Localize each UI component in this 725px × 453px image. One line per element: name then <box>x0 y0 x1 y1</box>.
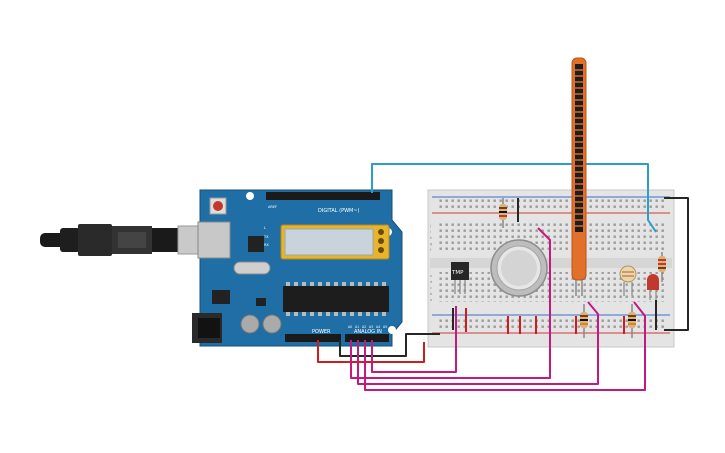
analog-pin-a2: A2 <box>362 325 366 329</box>
row-label-c: c <box>430 286 432 290</box>
row-label-e: e <box>430 274 432 278</box>
row-label-f: f <box>430 248 432 252</box>
row-label-h: h <box>430 236 432 240</box>
analog-pin-a3: A3 <box>369 325 373 329</box>
flex-sensor[interactable] <box>571 57 587 296</box>
power-header[interactable] <box>285 334 341 342</box>
row-label-b: b <box>430 292 433 296</box>
resistor-flex[interactable] <box>580 304 588 338</box>
aref-label: AREF <box>268 205 277 209</box>
power-label: POWER <box>312 329 331 335</box>
gas-sensor[interactable] <box>490 239 548 297</box>
tx-label: TX <box>263 235 269 239</box>
analog-label: ANALOG IN <box>354 329 382 335</box>
tmp-label: TMP <box>451 270 464 276</box>
wire-analog-a0[interactable] <box>350 227 551 379</box>
resistor-ldr[interactable] <box>628 304 636 338</box>
analog-pin-a5: A5 <box>383 325 387 329</box>
chip-icon <box>248 236 264 252</box>
red-led[interactable] <box>647 274 659 300</box>
photoresistor[interactable] <box>619 265 637 296</box>
digital-header[interactable] <box>266 192 380 200</box>
arduino-board[interactable]: DIGITAL (PWM~) AREF L TX RX POWER ANALOG… <box>192 189 403 347</box>
temperature-sensor[interactable]: TMP <box>451 262 469 294</box>
analog-pin-a4: A4 <box>376 325 380 329</box>
capacitor-icon <box>240 314 260 334</box>
row-label-a: a <box>430 298 432 302</box>
row-label-g: g <box>430 242 432 246</box>
usb-jack <box>197 221 231 259</box>
wire-analog-a2[interactable] <box>364 301 646 391</box>
wire-analog-a1[interactable] <box>357 301 599 385</box>
mount-hole-icon <box>246 192 254 200</box>
atmega-chip <box>283 286 389 312</box>
l-label: L <box>264 226 266 230</box>
row-label-j: j <box>429 224 431 228</box>
usb-cable[interactable] <box>40 224 213 256</box>
analog-pin-a1: A1 <box>355 325 359 329</box>
resistor-top[interactable] <box>499 198 507 228</box>
row-label-d: d <box>430 280 432 284</box>
mount-hole-icon <box>388 326 396 334</box>
regulator-icon <box>212 290 230 304</box>
wire-ground[interactable] <box>339 333 440 357</box>
resistor-led[interactable] <box>658 252 666 282</box>
analog-pin-a0: A0 <box>348 325 352 329</box>
wire-digital-signal[interactable] <box>371 163 657 233</box>
row-label-i: i <box>430 230 431 234</box>
rx-label: RX <box>264 243 269 247</box>
crystal-icon <box>233 261 271 275</box>
capacitor-icon <box>262 314 282 334</box>
digital-label: DIGITAL (PWM~) <box>318 208 360 214</box>
wire-analog-a3[interactable] <box>371 306 457 373</box>
analog-header[interactable] <box>345 334 389 342</box>
wire-ground-rail[interactable] <box>664 197 689 331</box>
reset-button-cap[interactable] <box>213 201 223 211</box>
